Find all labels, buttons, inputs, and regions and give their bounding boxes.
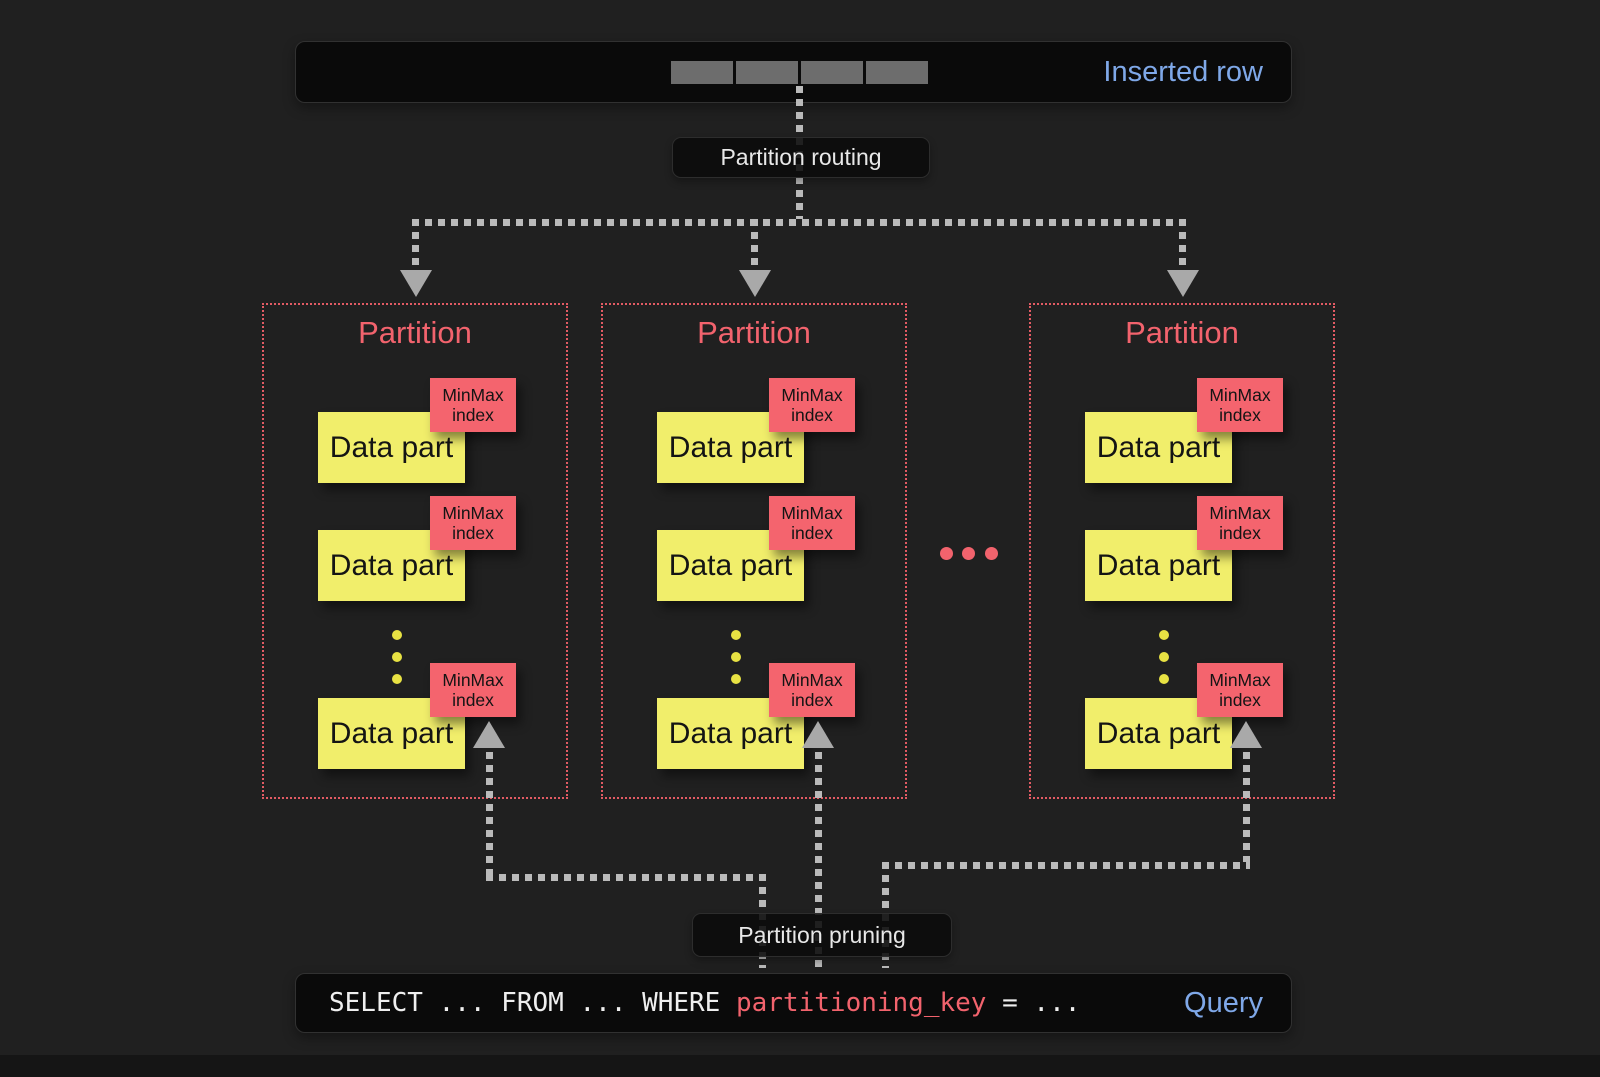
up-arrowhead-icon	[473, 721, 505, 748]
more-partitions-dot	[940, 547, 953, 560]
minmax-line1: MinMax	[1209, 502, 1271, 523]
minmax-line2: index	[452, 405, 494, 425]
more-partitions-dot	[962, 547, 975, 560]
minmax-line1: MinMax	[442, 669, 504, 690]
ellipsis-dot	[1159, 630, 1169, 640]
minmax-line1: MinMax	[1209, 669, 1271, 690]
row-cell	[866, 61, 928, 84]
pruning-line-p1-shaft	[486, 752, 493, 874]
routing-line-horizontal	[412, 219, 1186, 226]
minmax-line1: MinMax	[781, 384, 843, 405]
query-label: Query	[1184, 986, 1263, 1019]
ellipsis-dot	[392, 630, 402, 640]
partition-routing-label: Partition routing	[672, 137, 930, 178]
row-cell	[736, 61, 798, 84]
query-bar: SELECT ... FROM ... WHERE partitioning_k…	[295, 973, 1292, 1033]
inserted-row-label: Inserted row	[1103, 55, 1263, 88]
minmax-index-tag: MinMax index	[1197, 496, 1283, 550]
minmax-index-tag: MinMax index	[430, 496, 516, 550]
data-part-box: Data part	[1085, 412, 1232, 483]
pruning-line-left-horizontal	[486, 874, 766, 881]
up-arrowhead-icon	[802, 721, 834, 748]
minmax-line1: MinMax	[1209, 384, 1271, 405]
pruning-line-right-horizontal	[882, 862, 1250, 869]
bottom-edge-strip	[0, 1055, 1600, 1077]
sql-query-text: SELECT ... FROM ... WHERE partitioning_k…	[296, 988, 1080, 1018]
minmax-index-tag: MinMax index	[430, 663, 516, 717]
minmax-index-tag: MinMax index	[1197, 663, 1283, 717]
minmax-index-tag: MinMax index	[1197, 378, 1283, 432]
pruning-line-p2-shaft	[815, 752, 822, 968]
minmax-index-tag: MinMax index	[769, 378, 855, 432]
ellipsis-dot	[392, 652, 402, 662]
partition-pruning-text: Partition pruning	[738, 921, 906, 948]
partition-title: Partition	[358, 315, 472, 350]
routing-branch-middle	[751, 219, 758, 269]
minmax-line2: index	[452, 523, 494, 543]
ellipsis-dot	[731, 630, 741, 640]
ellipsis-dot	[731, 674, 741, 684]
partition-pruning-label: Partition pruning	[692, 913, 952, 957]
sql-suffix: = ...	[986, 988, 1081, 1018]
minmax-line1: MinMax	[781, 502, 843, 523]
minmax-index-tag: MinMax index	[430, 378, 516, 432]
row-cell	[671, 61, 733, 84]
routing-branch-right	[1179, 219, 1186, 269]
pruning-line-p3-shaft	[1243, 752, 1250, 862]
down-arrowhead-icon	[739, 270, 771, 297]
minmax-line2: index	[452, 690, 494, 710]
ellipsis-dot	[392, 674, 402, 684]
routing-branch-left	[412, 219, 419, 269]
minmax-line2: index	[1219, 523, 1261, 543]
sql-partitioning-key: partitioning_key	[736, 988, 987, 1018]
minmax-line2: index	[1219, 690, 1261, 710]
minmax-line2: index	[791, 523, 833, 543]
partition-box-3: Partition MinMax index Data part MinMax …	[1029, 303, 1335, 799]
up-arrowhead-icon	[1230, 721, 1262, 748]
partition-title: Partition	[1125, 315, 1239, 350]
sql-prefix: SELECT ... FROM ... WHERE	[329, 988, 736, 1018]
inserted-row-cells-icon	[671, 61, 928, 84]
down-arrowhead-icon	[400, 270, 432, 297]
minmax-index-tag: MinMax index	[769, 663, 855, 717]
minmax-index-tag: MinMax index	[769, 496, 855, 550]
down-arrowhead-icon	[1167, 270, 1199, 297]
data-part-box: Data part	[318, 698, 465, 769]
minmax-line2: index	[791, 405, 833, 425]
row-cell	[801, 61, 863, 84]
ellipsis-dot	[1159, 674, 1169, 684]
minmax-line1: MinMax	[781, 669, 843, 690]
minmax-line1: MinMax	[442, 502, 504, 523]
inserted-row-bar: Inserted row	[295, 41, 1292, 103]
minmax-line2: index	[791, 690, 833, 710]
minmax-line2: index	[1219, 405, 1261, 425]
ellipsis-dot	[1159, 652, 1169, 662]
partition-title: Partition	[697, 315, 811, 350]
partition-box-2: Partition MinMax index Data part MinMax …	[601, 303, 907, 799]
partition-routing-text: Partition routing	[720, 144, 882, 170]
ellipsis-dot	[731, 652, 741, 662]
more-partitions-dot	[985, 547, 998, 560]
minmax-line1: MinMax	[442, 384, 504, 405]
partition-box-1: Partition MinMax index Data part MinMax …	[262, 303, 568, 799]
